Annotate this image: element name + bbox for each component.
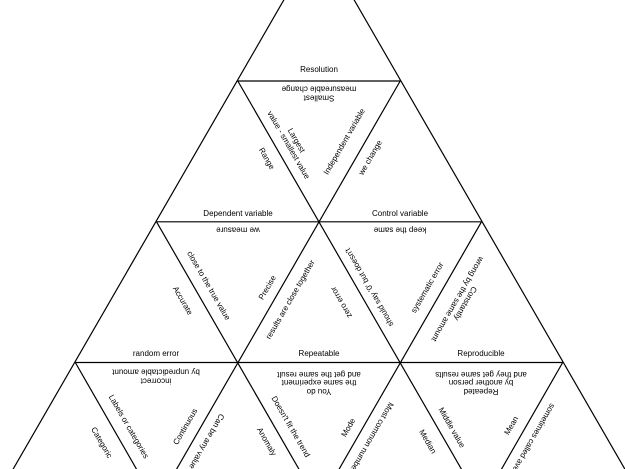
def-reproducible: Repeated by another person and they get … [435, 369, 527, 396]
term-dependent-variable: Dependent variable [203, 208, 273, 218]
def-repeatable: You do the same experiment and get the s… [277, 369, 361, 396]
term-control-variable: Control variable [371, 208, 429, 218]
term-resolution: Resolution [300, 64, 338, 74]
def-resolution: Smallest measureable change [281, 85, 357, 103]
term-random-error: random error [132, 348, 180, 358]
term-repeatable: Repeatable [298, 348, 340, 358]
def-random-error: incorrect by unpredictable amount [112, 368, 200, 386]
def-dependent-variable: we measure [216, 225, 260, 235]
def-control-variable: keep the same [373, 225, 427, 235]
term-reproducible: Reproducible [457, 348, 505, 358]
